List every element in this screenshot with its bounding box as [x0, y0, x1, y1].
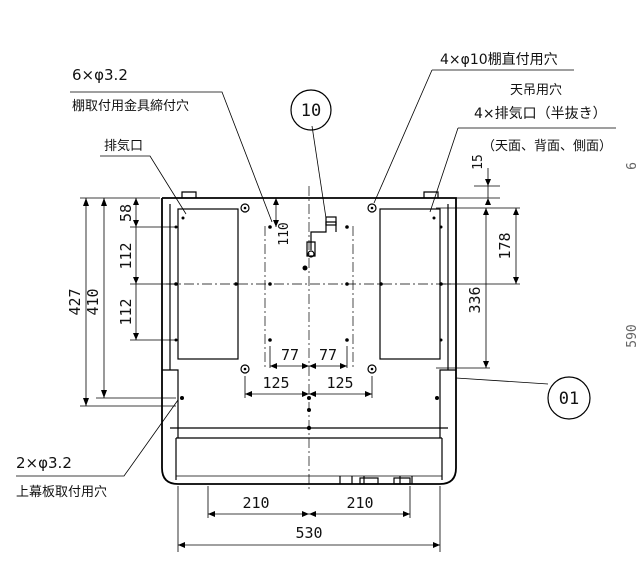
exhaust-sides: （天面、背面、側面）: [482, 139, 612, 154]
exhaust-spec: 4×排気口（半抜き）: [474, 106, 607, 122]
hole-10mm: [367, 203, 377, 213]
svg-text:125: 125: [262, 374, 289, 392]
svg-text:01: 01: [559, 389, 579, 409]
shelf-direct-holes: 4×φ10棚直付用穴: [440, 51, 558, 68]
callout-01: 01: [547, 376, 591, 420]
leader-lines: [16, 69, 616, 477]
holes: [174, 203, 443, 431]
svg-text:125: 125: [326, 374, 353, 392]
center-lines: [166, 186, 452, 492]
svg-text:77: 77: [281, 346, 299, 364]
svg-text:210: 210: [346, 494, 373, 512]
hole-spec-top-left: 6×φ3.2: [72, 66, 128, 84]
svg-text:6: 6: [625, 162, 640, 170]
hole-spec-bottom-left: 2×φ3.2: [16, 454, 72, 472]
part-10-fitting: [306, 216, 337, 258]
svg-text:112: 112: [117, 242, 135, 269]
annotations: 6×φ3.2 棚取付用金具締付穴 排気口 4×φ10棚直付用穴 天吊用穴 4×排…: [16, 51, 612, 500]
svg-text:590: 590: [625, 324, 640, 347]
svg-text:110: 110: [277, 222, 292, 245]
callout-10: 10: [290, 89, 332, 131]
exhaust-port: 排気口: [104, 138, 143, 154]
svg-text:178: 178: [496, 232, 514, 259]
hole-10mm: [367, 364, 377, 374]
ceiling-hang-holes: 天吊用穴: [510, 83, 562, 98]
dimension-lines: [80, 168, 520, 552]
dimension-arrows: [83, 179, 519, 548]
hole-10mm: [240, 364, 250, 374]
svg-text:15: 15: [471, 154, 486, 170]
dimension-values: 427 410 58 112 112 110 15 178 336 77 77 …: [66, 154, 640, 542]
svg-text:427: 427: [66, 288, 84, 315]
svg-text:58: 58: [117, 204, 135, 222]
svg-text:210: 210: [242, 494, 269, 512]
svg-text:77: 77: [319, 346, 337, 364]
shelf-bracket-holes: 棚取付用金具締付穴: [72, 98, 189, 114]
svg-text:530: 530: [295, 524, 322, 542]
hole-10mm: [240, 203, 250, 213]
svg-text:112: 112: [117, 298, 135, 325]
svg-text:410: 410: [84, 288, 102, 315]
svg-text:336: 336: [466, 286, 484, 313]
curtain-board-holes: 上幕板取付用穴: [16, 485, 107, 500]
svg-text:10: 10: [301, 101, 321, 121]
